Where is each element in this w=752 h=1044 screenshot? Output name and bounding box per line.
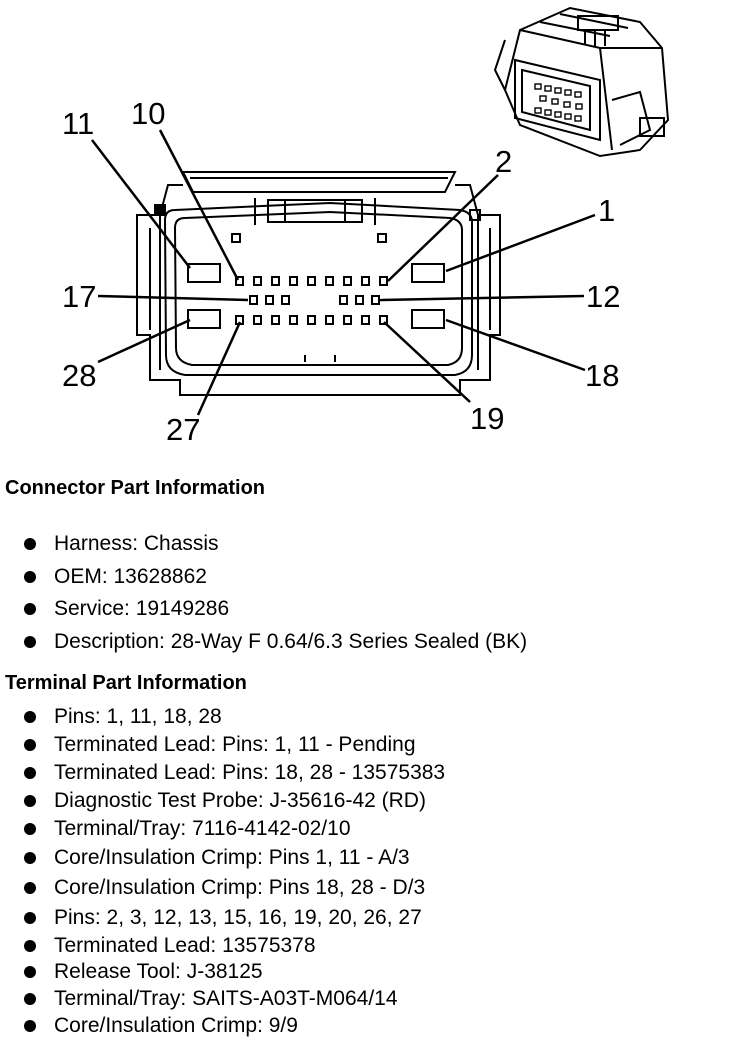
connector-outline: [136, 171, 501, 396]
bullet-icon: [24, 538, 36, 550]
cavity-row-top: [235, 276, 388, 286]
bullet-icon: [24, 852, 36, 864]
terminal-info-title: Terminal Part Information: [5, 672, 247, 694]
bullet-icon: [24, 636, 36, 648]
cavity-11: [187, 263, 221, 283]
pin-label-11: 11: [62, 106, 94, 141]
pin-number-labels: 11 10 2 1 17 12 28 18 27 19: [62, 96, 620, 447]
cavity-row-bottom: [235, 315, 388, 325]
bullet-icon: [24, 795, 36, 807]
bullet-icon: [24, 940, 36, 952]
pin-label-10: 10: [131, 96, 165, 131]
pin-label-2: 2: [495, 144, 512, 179]
bullet-icon: [24, 603, 36, 615]
bullet-icon: [24, 993, 36, 1005]
leader-lines: [91, 129, 596, 416]
bullet-icon: [24, 882, 36, 894]
bullet-icon: [24, 767, 36, 779]
pin-label-12: 12: [586, 279, 620, 314]
cavity-18: [411, 309, 445, 329]
bullet-icon: [24, 966, 36, 978]
cavity-row-middle: [249, 295, 380, 305]
pin-label-27: 27: [166, 412, 200, 447]
bullet-icon: [24, 912, 36, 924]
bullet-icon: [24, 571, 36, 583]
bullet-icon: [24, 823, 36, 835]
connector-info-title: Connector Part Information: [5, 477, 266, 499]
pin-label-17: 17: [62, 279, 96, 314]
connector-face-diagram: 11 10 2 1 17 12 28 18 27 19: [62, 6, 670, 447]
cavity-28: [187, 309, 221, 329]
bullet-icon: [24, 711, 36, 723]
pin-label-18: 18: [585, 358, 619, 393]
pin-label-1: 1: [598, 193, 615, 228]
connector-3d-thumbnail: [493, 6, 670, 158]
pin-label-28: 28: [62, 358, 96, 393]
pin-label-19: 19: [470, 401, 504, 436]
cavity-1: [411, 263, 445, 283]
bullet-icon: [24, 1020, 36, 1032]
bullet-icon: [24, 739, 36, 751]
pin-cavities: [187, 263, 445, 329]
